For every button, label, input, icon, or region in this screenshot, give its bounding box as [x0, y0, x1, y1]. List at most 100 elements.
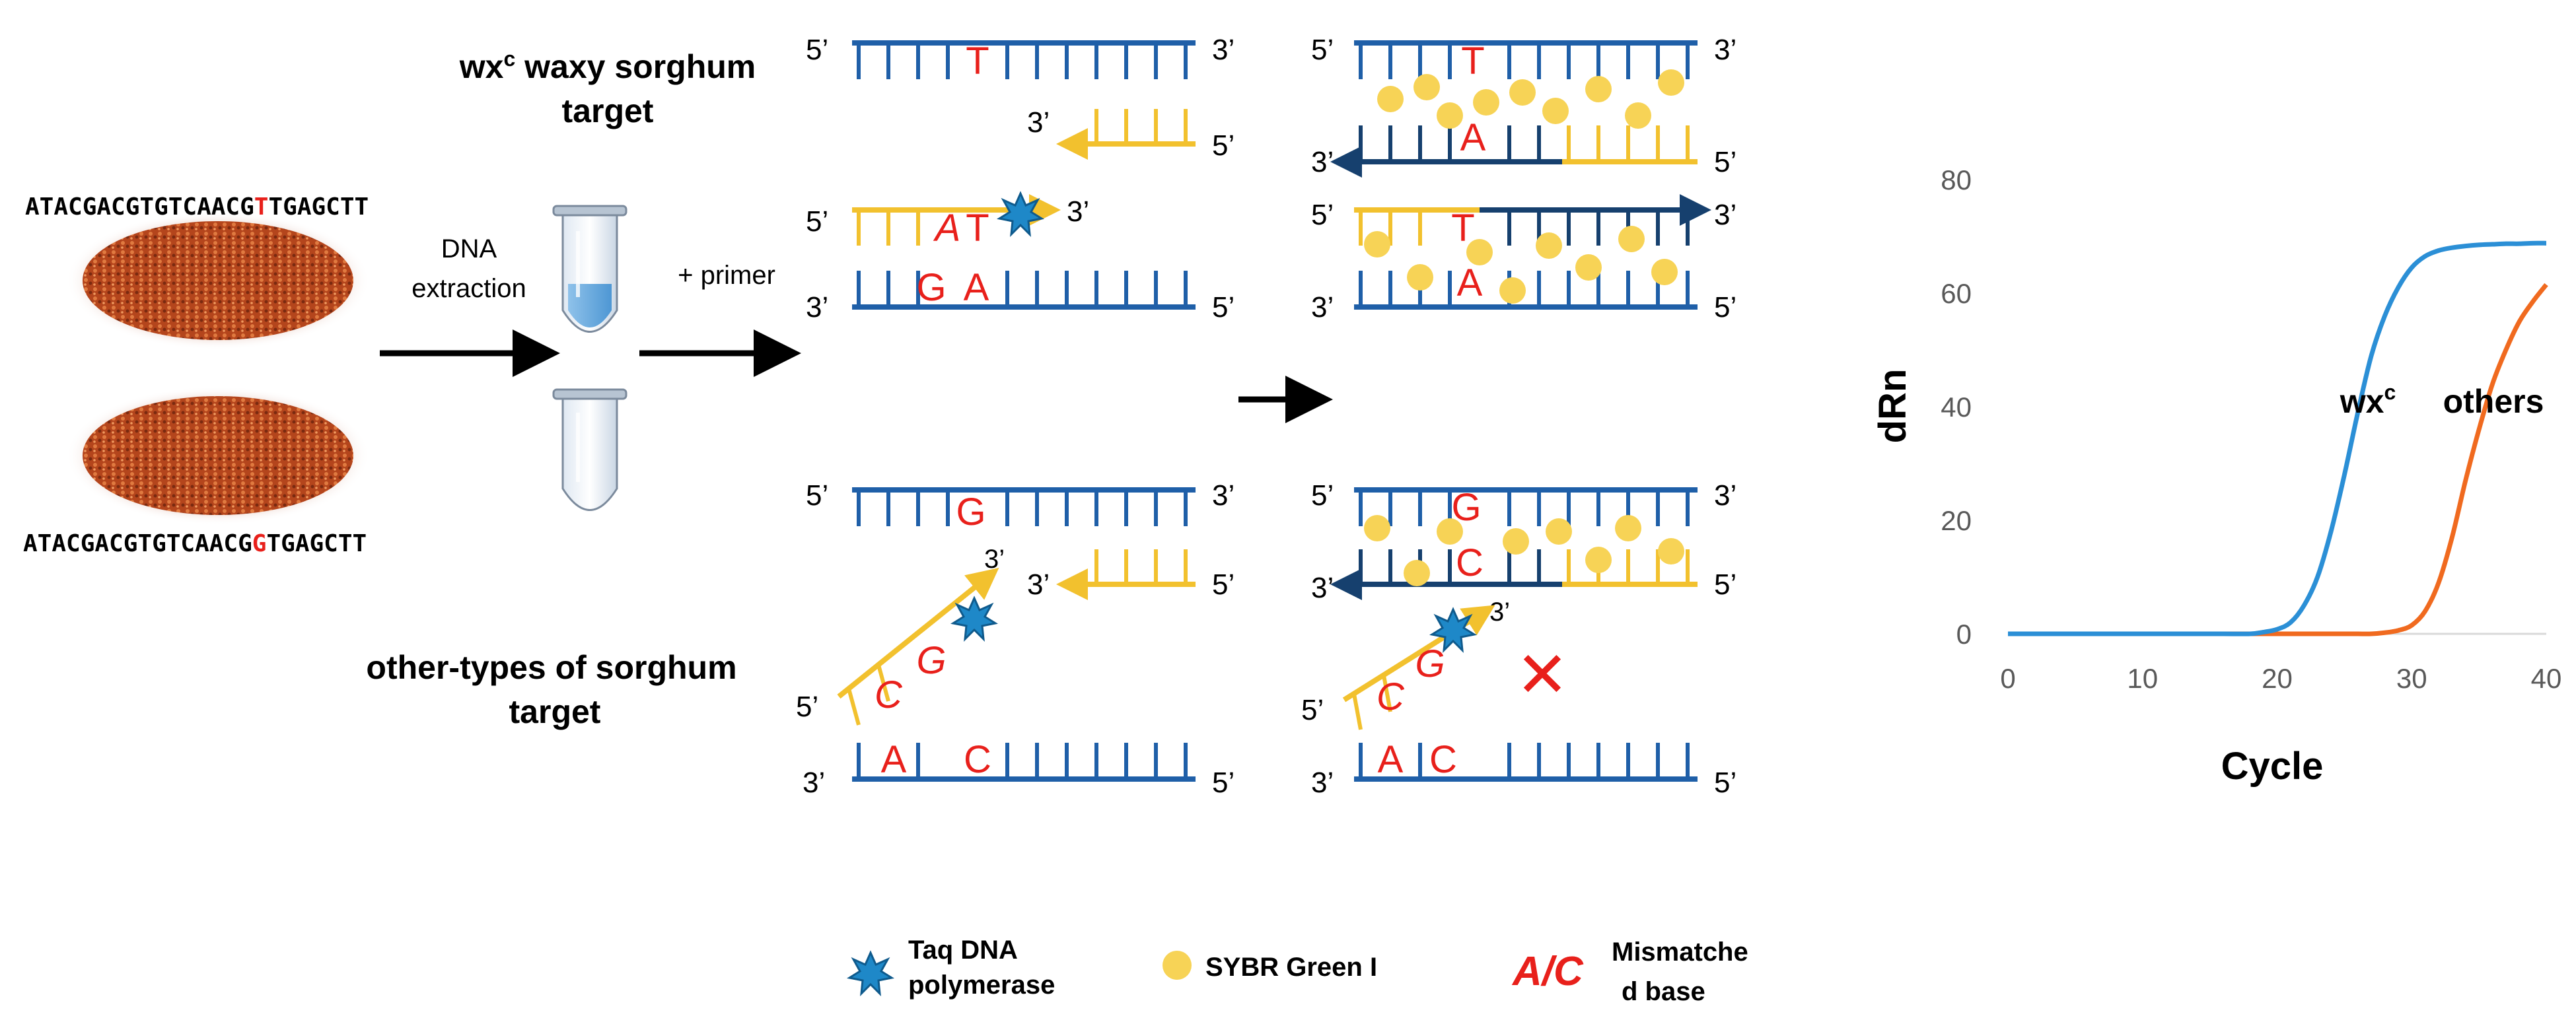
- legend-mismatch-symbol: A/C: [1511, 949, 1584, 994]
- strand-end-label: 5’: [806, 479, 828, 512]
- wx-target-title: wxc waxy sorghum: [459, 47, 756, 85]
- template-base: A: [881, 738, 907, 781]
- sequence-other: ATACGACGTGTCAACGGTGAGCTT: [23, 530, 367, 557]
- snp-base: T: [966, 40, 989, 83]
- wx-target-title-line2: target: [562, 92, 654, 129]
- other-target-title-line2: target: [509, 693, 601, 730]
- chart-series: [2008, 240, 2548, 636]
- tube-icon: [552, 205, 627, 333]
- y-axis: 0 20 40 60 80: [1941, 164, 1972, 650]
- series-label-others: others: [2443, 383, 2544, 420]
- x-tick-label: 30: [2396, 663, 2427, 694]
- dye-cluster: [1364, 226, 1678, 304]
- primer-base: C: [875, 673, 903, 716]
- seed-icon: [83, 221, 353, 340]
- series-label-wx: wxc: [2340, 380, 2396, 420]
- seed-icon: [83, 396, 353, 515]
- strand-end-label: 3’: [1714, 34, 1736, 66]
- primer-base: C: [1377, 675, 1405, 718]
- y-tick-label: 60: [1941, 278, 1972, 309]
- strand-end-label: 5’: [1212, 568, 1234, 601]
- template-base: A: [964, 266, 989, 309]
- y-tick-label: 20: [1941, 505, 1972, 536]
- other-not-amplified: 5’ 3’ G 3’ C 5’: [1301, 479, 1736, 799]
- primer-base: G: [916, 639, 946, 682]
- snp-base: G: [956, 491, 985, 533]
- primer-base: A: [933, 207, 961, 250]
- dye-icon: [1163, 951, 1192, 980]
- other-annealing: 5’ 3’ G 3’ 3’ 5’ 5’ C G 3’: [796, 479, 1234, 799]
- strand-end-label: 3’: [1212, 479, 1234, 512]
- strand-end-label: 5’: [1311, 34, 1334, 66]
- strand-end-label: 3’: [1489, 598, 1510, 627]
- legend-mismatch-line1: Mismatche: [1612, 938, 1748, 967]
- sample-top: ATACGACGTGTCAACGTTGAGCTT: [25, 193, 370, 350]
- step-label-extraction-2: extraction: [411, 274, 526, 303]
- legend: Taq DNA polymerase SYBR Green I A/C Mism…: [847, 936, 1748, 1006]
- sample-bottom: ATACGACGTGTCAACGGTGAGCTT: [23, 386, 370, 557]
- y-tick-label: 0: [1956, 619, 1972, 650]
- series-line-others: [2008, 283, 2548, 636]
- strand-end-label: 5’: [806, 205, 828, 238]
- template-base: C: [1429, 738, 1457, 781]
- legend-polymerase-line2: polymerase: [908, 971, 1055, 1000]
- strand-end-label: 3’: [1311, 572, 1334, 604]
- template-base: C: [964, 738, 991, 781]
- polymerase-icon: [997, 191, 1044, 238]
- y-tick-label: 80: [1941, 164, 1972, 195]
- template-base: A: [1378, 738, 1404, 781]
- amplification-chart: 0 20 40 60 80 0 10 20 30 40 dRn Cycle wxc others: [1871, 164, 2561, 788]
- strand-end-label: 5’: [1714, 568, 1736, 601]
- strand-end-label: 5’: [1311, 199, 1334, 231]
- strand-end-label: 3’: [1212, 34, 1234, 66]
- dye-cluster: [1364, 515, 1684, 586]
- strand-end-label: 5’: [1714, 146, 1736, 178]
- cross-icon: ✕: [1516, 640, 1569, 710]
- tube-icon: [552, 388, 627, 511]
- strand-end-label: 5’: [806, 34, 828, 66]
- strand-end-label: 3’: [806, 291, 828, 324]
- wx-amplified: 5’ 3’ T 3’ A 5’: [1311, 34, 1736, 324]
- strand-end-label: 3’: [1027, 106, 1050, 139]
- y-axis-title: dRn: [1871, 369, 1914, 444]
- strand-end-label: 3’: [1311, 291, 1334, 324]
- strand-end-label: 3’: [1714, 479, 1736, 512]
- strand-end-label: 5’: [1714, 291, 1736, 324]
- x-tick-label: 10: [2127, 663, 2158, 694]
- x-axis-title: Cycle: [2221, 745, 2324, 788]
- allele-primer-mismatched: [837, 567, 999, 699]
- legend-dye: SYBR Green I: [1205, 953, 1377, 982]
- strand-end-label: 3’: [1311, 767, 1334, 799]
- step-label-primer: + primer: [678, 261, 775, 290]
- snp-base: T: [1461, 40, 1484, 83]
- dye-cluster: [1377, 69, 1684, 129]
- strand-end-label: 5’: [796, 691, 818, 723]
- y-tick-label: 40: [1941, 392, 1972, 423]
- primer-base: G: [1415, 642, 1445, 685]
- x-tick-label: 0: [2000, 663, 2015, 694]
- strand-end-label: 3’: [1067, 195, 1089, 228]
- primer-base: A: [1460, 116, 1486, 159]
- strand-end-label: 5’: [1212, 291, 1234, 324]
- strand-end-label: 5’: [1212, 767, 1234, 799]
- strand-end-label: 5’: [1301, 694, 1324, 726]
- polymerase-icon: [950, 596, 998, 642]
- strand-end-label: 3’: [1311, 146, 1334, 178]
- series-line-wx: [2008, 240, 2547, 636]
- strand-end-label: 3’: [1027, 568, 1050, 601]
- template-base: G: [916, 266, 946, 309]
- polymerase-icon: [1429, 607, 1477, 654]
- primer-base: T: [966, 207, 989, 250]
- strand-end-label: 5’: [1212, 129, 1234, 162]
- step-label-extraction-1: DNA: [441, 234, 497, 263]
- strand-end-label: 3’: [1714, 199, 1736, 231]
- strand-end-label: 5’: [1311, 479, 1334, 512]
- polymerase-icon: [847, 950, 894, 997]
- x-tick-label: 20: [2262, 663, 2293, 694]
- strand-end-label: 3’: [803, 767, 825, 799]
- strand-end-label: 3’: [984, 545, 1005, 574]
- template-base: A: [1457, 261, 1483, 304]
- wx-annealing: 5’ 3’ T 3’ 5’ 5’ A T 3’ 3’: [806, 34, 1234, 324]
